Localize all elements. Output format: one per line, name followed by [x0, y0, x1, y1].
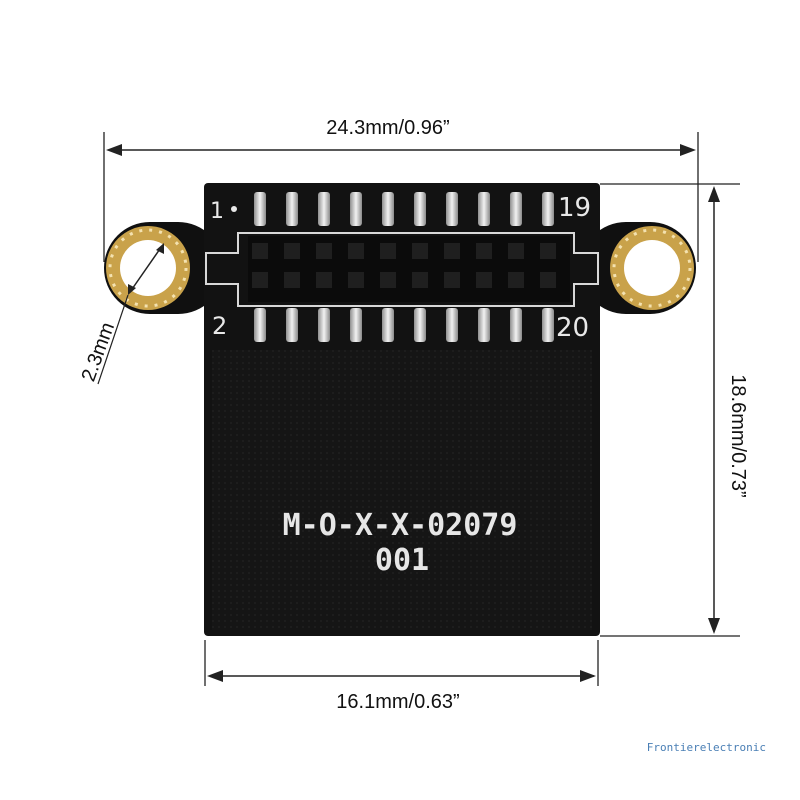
top-dimension: 24.3mm/0.96” — [103, 117, 699, 262]
connector-sockets — [252, 243, 556, 288]
bottom-dimension: 16.1mm/0.63” — [204, 640, 599, 713]
right-dimension: 18.6mm/0.73” — [600, 183, 749, 637]
mounting-hole-right — [610, 226, 694, 310]
serial-marking: 001 — [375, 543, 429, 578]
pin-label-20: 20 — [556, 313, 589, 343]
bottom-dimension-label: 16.1mm/0.63” — [336, 691, 459, 713]
model-marking: M-O-X-X-02079 — [283, 508, 518, 543]
watermark: Frontierelectronic — [646, 741, 766, 754]
pin-label-19: 19 — [558, 193, 591, 223]
pin-label-2: 2 — [212, 312, 227, 340]
top-dimension-label: 24.3mm/0.96” — [326, 117, 449, 139]
right-dimension-label: 18.6mm/0.73” — [727, 374, 749, 497]
pin-label-1: 1 — [210, 199, 224, 224]
pcb-board: 2.3mm — [78, 183, 696, 636]
hole-dimension-label: 2.3mm — [78, 319, 120, 384]
bottom-pin-row — [254, 308, 554, 342]
top-pin-row — [254, 192, 554, 226]
mounting-hole-left — [106, 226, 190, 310]
